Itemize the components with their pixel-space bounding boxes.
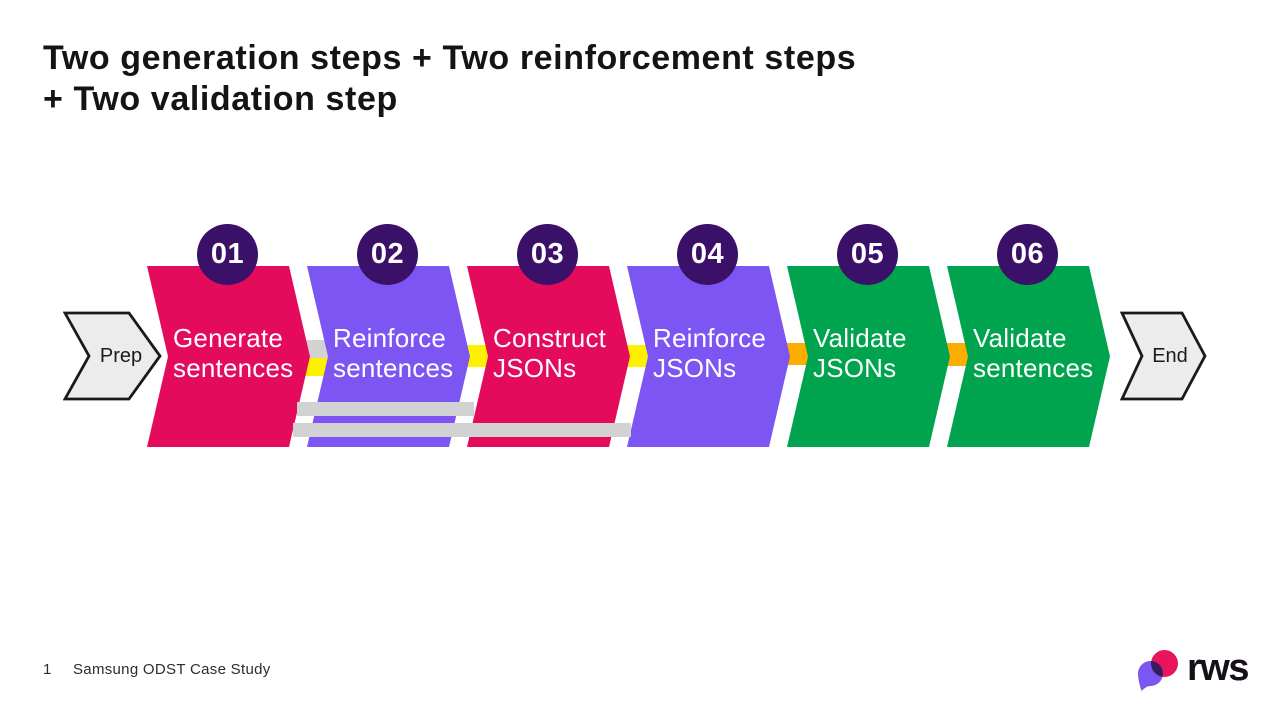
prep-chevron-shape bbox=[63, 311, 162, 401]
slide-title-line2: + Two validation step bbox=[43, 80, 398, 118]
slide-title-line1: Two generation steps + Two reinforcement… bbox=[43, 39, 857, 77]
step-chevron-3: Construct JSONs bbox=[467, 266, 630, 447]
rws-wordmark: rws bbox=[1187, 647, 1249, 689]
step-label-6-line2: sentences bbox=[973, 353, 1094, 383]
step-label-1: Generate sentences bbox=[173, 323, 293, 383]
step-label-5-line2: JSONs bbox=[813, 353, 897, 383]
end-chevron-outline-icon bbox=[1120, 311, 1207, 401]
step-label-3: Construct JSONs bbox=[493, 323, 606, 383]
connector-1-2-yellow bbox=[304, 358, 329, 376]
step-chevron-2: Reinforce sentences bbox=[307, 266, 470, 447]
prep-label: Prep bbox=[99, 344, 143, 367]
connector-4-5 bbox=[784, 343, 809, 365]
step-label-6: Validate sentences bbox=[973, 323, 1093, 383]
end-chevron-shape bbox=[1120, 311, 1207, 401]
rws-logo: rws bbox=[1138, 647, 1249, 695]
step-chevron-5: Validate JSONs bbox=[787, 266, 950, 447]
step-label-3-line2: JSONs bbox=[493, 353, 577, 383]
end-terminal: End bbox=[1120, 311, 1208, 401]
step-chevron-1: Generate sentences bbox=[147, 266, 310, 447]
step-badge-6: 06 bbox=[997, 224, 1058, 285]
rws-pin-logo-icon bbox=[1138, 649, 1178, 691]
step-label-1-line1: Generate bbox=[173, 323, 284, 353]
footer-title: Samsung ODST Case Study bbox=[73, 661, 271, 678]
step-label-4-line1: Reinforce bbox=[653, 323, 767, 353]
step-chevron-4: Reinforce JSONs bbox=[627, 266, 790, 447]
step-label-4: Reinforce JSONs bbox=[653, 323, 766, 383]
end-label: End bbox=[1152, 344, 1188, 367]
connector-1-2-gray bbox=[304, 340, 329, 358]
step-badge-1: 01 bbox=[197, 224, 258, 285]
step-badge-5: 05 bbox=[837, 224, 898, 285]
prep-chevron-outline-icon bbox=[63, 311, 162, 401]
skip-bar-1-to-4 bbox=[293, 423, 631, 437]
step-label-5: Validate JSONs bbox=[813, 323, 907, 383]
step-badge-4: 04 bbox=[677, 224, 738, 285]
step-badge-2: 02 bbox=[357, 224, 418, 285]
step-label-2: Reinforce sentences bbox=[333, 323, 453, 383]
slide-title: Two generation steps + Two reinforcement… bbox=[43, 38, 856, 120]
prep-terminal: Prep bbox=[63, 311, 163, 401]
connector-5-6 bbox=[944, 343, 970, 366]
step-label-1-line2: sentences bbox=[173, 353, 294, 383]
logo-overlap-shape bbox=[1151, 660, 1163, 677]
step-label-2-line2: sentences bbox=[333, 353, 454, 383]
step-label-4-line2: JSONs bbox=[653, 353, 737, 383]
step-label-2-line1: Reinforce bbox=[333, 323, 447, 353]
connector-2-3 bbox=[464, 345, 489, 367]
footer-page-number: 1 bbox=[43, 661, 52, 678]
step-chevron-6: Validate sentences bbox=[947, 266, 1110, 447]
step-label-6-line1: Validate bbox=[973, 323, 1067, 353]
connector-3-4 bbox=[624, 345, 649, 367]
step-label-3-line1: Construct bbox=[493, 323, 607, 353]
skip-bar-1-to-3 bbox=[297, 402, 474, 416]
step-badge-3: 03 bbox=[517, 224, 578, 285]
step-label-5-line1: Validate bbox=[813, 323, 907, 353]
